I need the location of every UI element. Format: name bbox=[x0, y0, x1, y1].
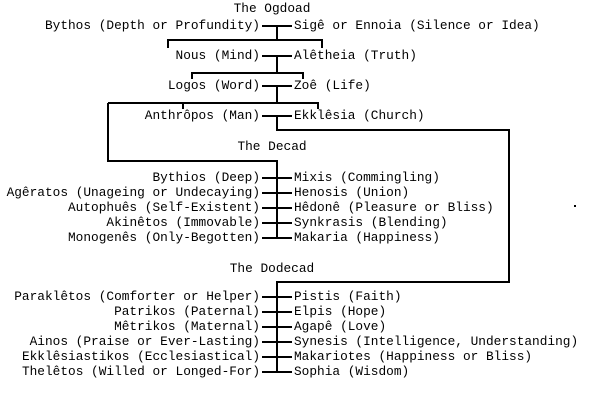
aeon-logos: Logos (Word) bbox=[167, 78, 260, 93]
aeon-makaria: Makaria (Happiness) bbox=[294, 230, 440, 245]
section-title-decad: The Decad bbox=[237, 139, 307, 154]
aeon-elpis: Elpis (Hope) bbox=[294, 304, 387, 319]
bracket-ogdoad-1 bbox=[167, 39, 323, 48]
aeon-synesis: Synesis (Intelligence, Understanding) bbox=[294, 334, 579, 349]
aeon-ainos: Ainos (Praise or Ever-Lasting) bbox=[29, 334, 260, 349]
aeon-bythios: Bythios (Deep) bbox=[152, 170, 260, 185]
aeon-anthropos: Anthrôpos (Man) bbox=[144, 108, 260, 123]
stray-dot bbox=[574, 205, 576, 207]
section-title-dodecad: The Dodecad bbox=[229, 261, 315, 276]
aeon-aletheia: Alêtheia (Truth) bbox=[294, 48, 417, 63]
aeon-ageratos: Agêratos (Unageing or Undecaying) bbox=[6, 185, 260, 200]
aeon-ekklesiastikos: Ekklêsiastikos (Ecclesiastical) bbox=[21, 349, 260, 364]
aeon-patrikos: Patrikos (Paternal) bbox=[114, 304, 260, 319]
bracket-ogdoad-2 bbox=[191, 72, 304, 79]
aeon-mixis: Mixis (Commingling) bbox=[294, 170, 440, 185]
aeon-nous: Nous (Mind) bbox=[175, 48, 260, 63]
aeon-henosis: Henosis (Union) bbox=[294, 185, 410, 200]
aeon-pistis: Pistis (Faith) bbox=[294, 289, 402, 304]
aeon-metrikos: Mêtrikos (Maternal) bbox=[114, 319, 260, 334]
aeon-ekklesia: Ekklêsia (Church) bbox=[294, 108, 425, 123]
aeon-hedone: Hêdonê (Pleasure or Bliss) bbox=[294, 200, 494, 215]
aeon-sige: Sigê or Ennoia (Silence or Idea) bbox=[294, 18, 540, 33]
aeon-synkrasis: Synkrasis (Blending) bbox=[294, 215, 448, 230]
aeon-autophues: Autophuês (Self-Existent) bbox=[68, 200, 260, 215]
aeon-monogenes: Monogenês (Only-Begotten) bbox=[68, 230, 260, 245]
bracket-ogdoad-3 bbox=[108, 102, 319, 109]
section-title-ogdoad: The Ogdoad bbox=[233, 1, 311, 16]
aeon-zoe: Zoê (Life) bbox=[294, 78, 371, 93]
decad-spine bbox=[107, 103, 278, 238]
aeon-agape: Agapê (Love) bbox=[294, 319, 387, 334]
aeon-parakletos: Paraklêtos (Comforter or Helper) bbox=[14, 289, 260, 304]
aeon-sophia: Sophia (Wisdom) bbox=[294, 364, 410, 379]
aeon-bythos: Bythos (Depth or Profundity) bbox=[44, 18, 260, 33]
aeon-theletos: Thelêtos (Willed or Longed-For) bbox=[21, 364, 260, 379]
aeon-akinetos: Akinêtos (Immovable) bbox=[106, 215, 260, 230]
aeon-makariotes: Makariotes (Happiness or Bliss) bbox=[294, 349, 533, 364]
